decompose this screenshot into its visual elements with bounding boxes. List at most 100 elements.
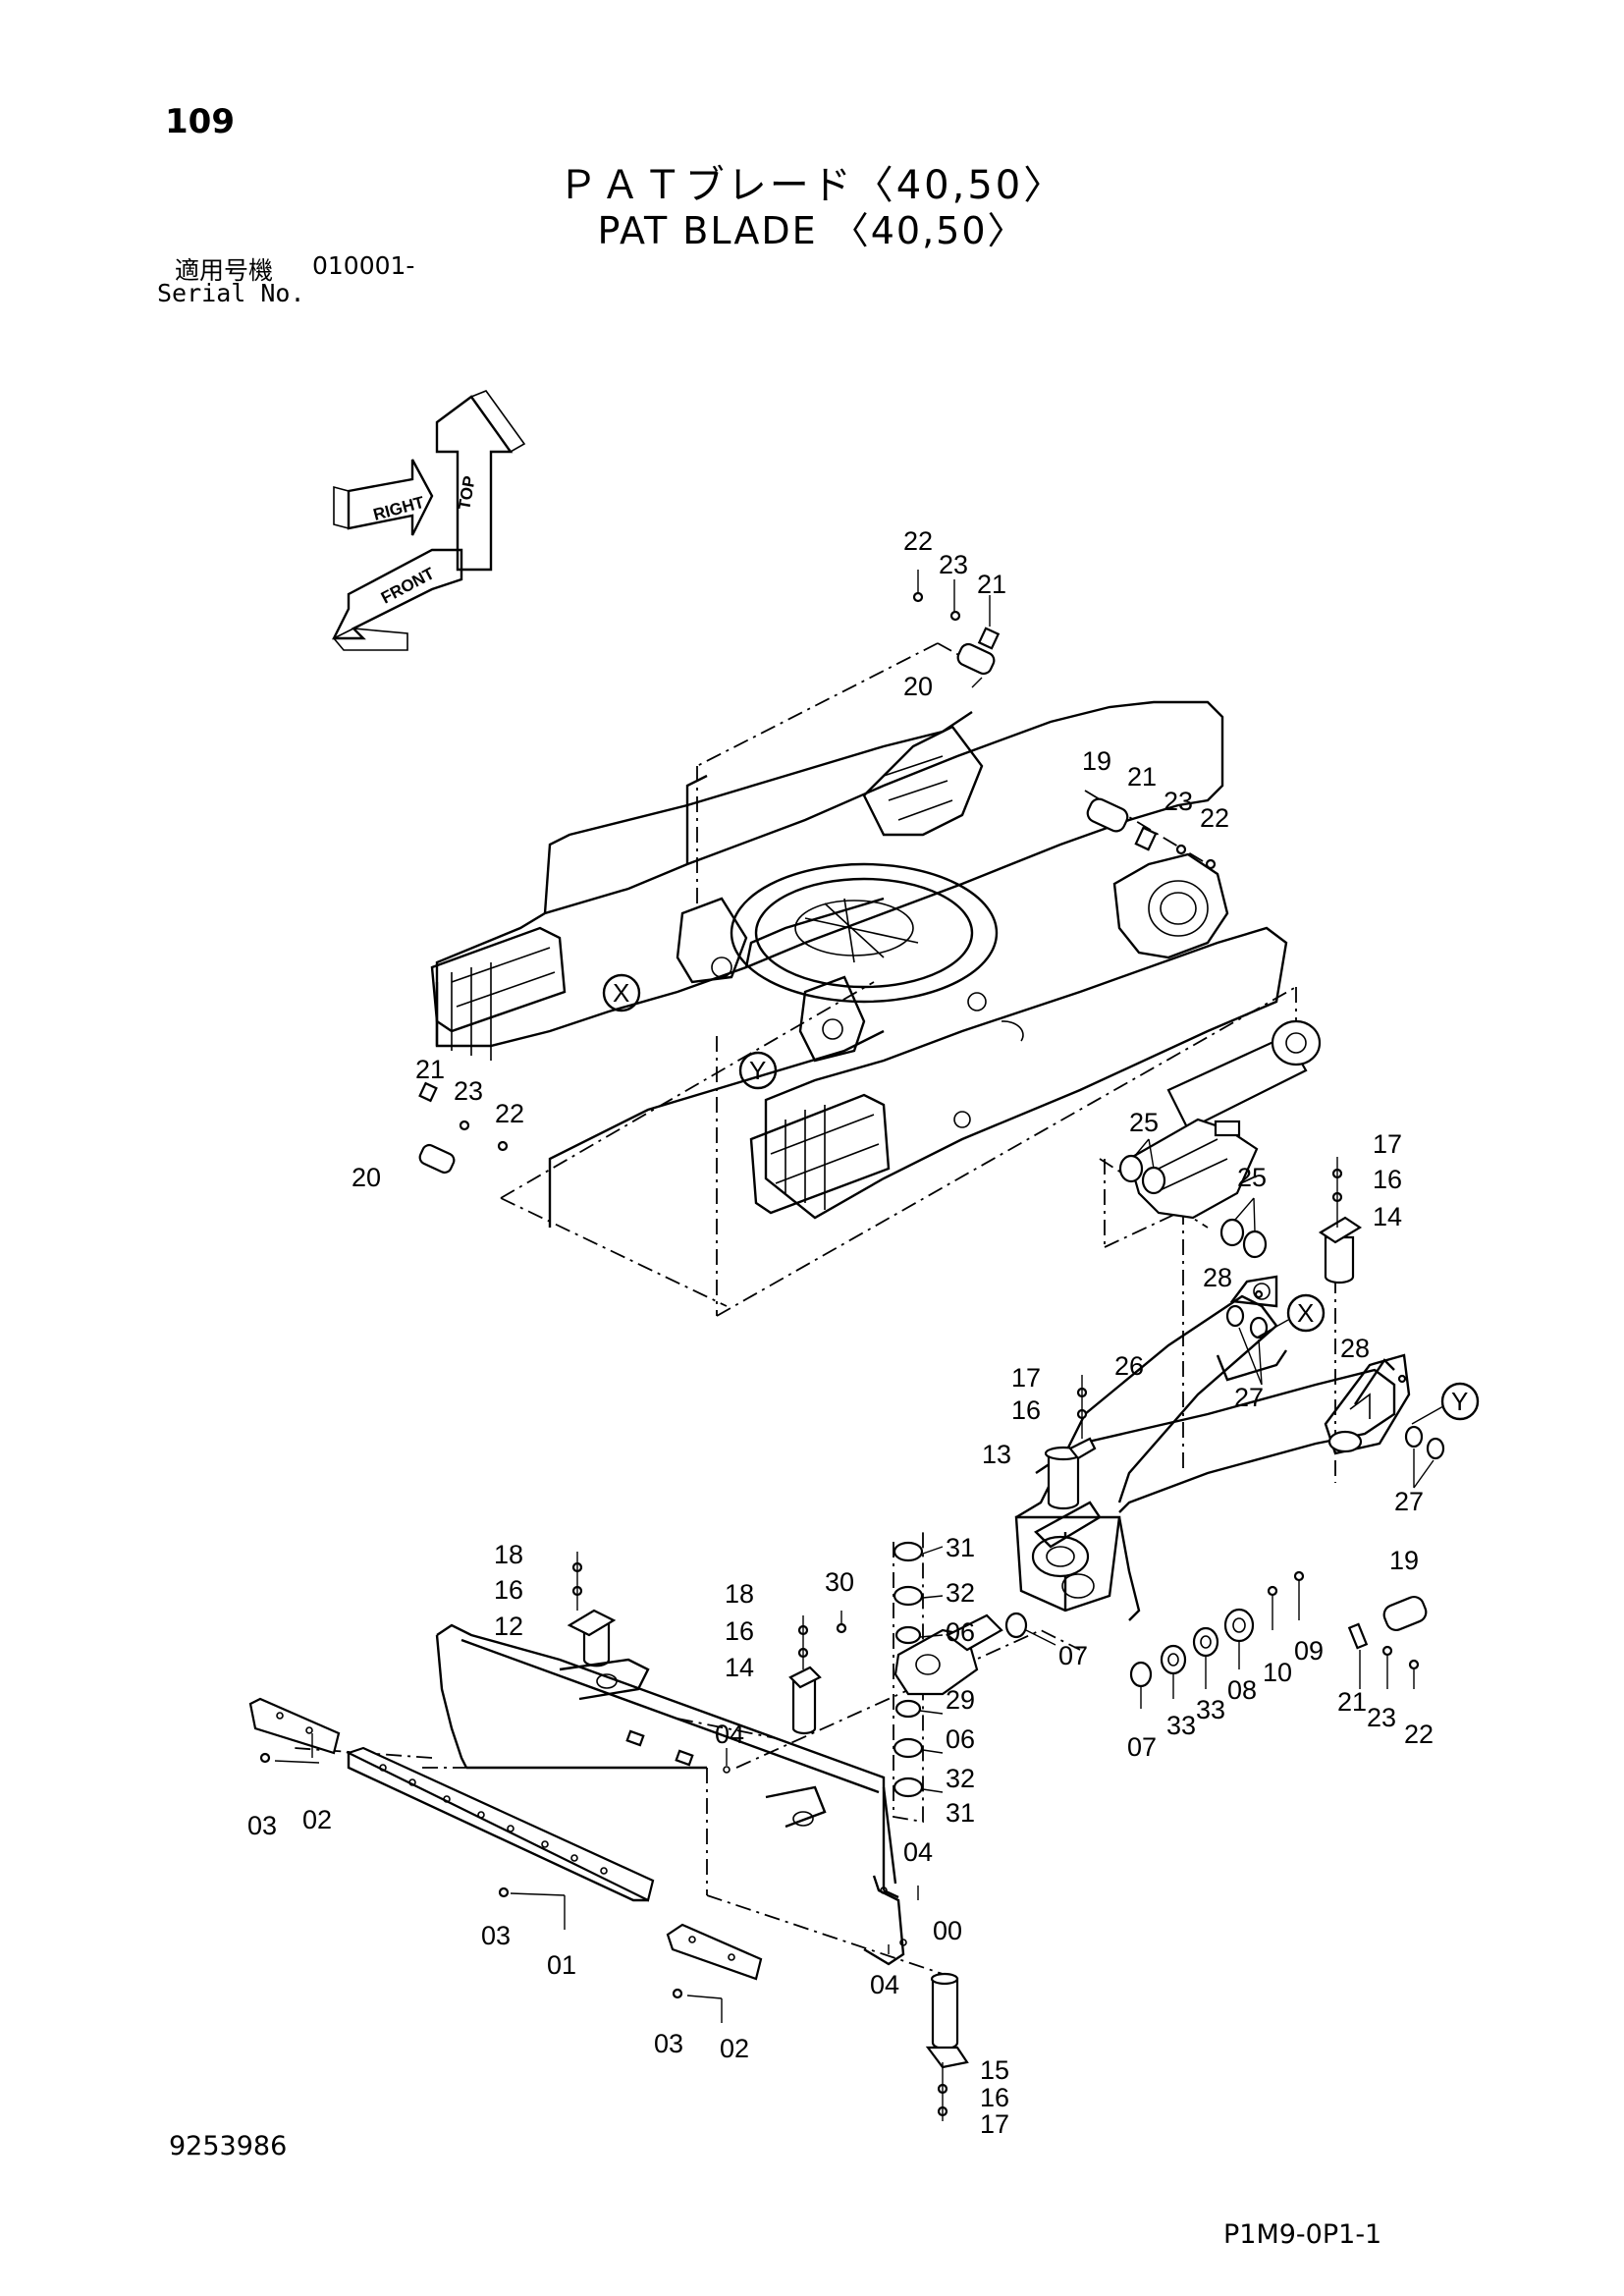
callout-label: 03: [654, 2029, 683, 2058]
serial-label-english: Serial No.: [157, 279, 305, 307]
callout-label: 18: [494, 1540, 523, 1569]
callout-label: 16: [980, 2083, 1009, 2112]
reference-y-right: [1440, 1382, 1480, 1421]
center-pivot-set: [836, 1541, 1003, 1798]
callout-label: 09: [1294, 1636, 1324, 1666]
cylinder-washers-25: [1118, 1138, 1268, 1259]
track-frame: [430, 700, 1288, 1228]
front-arrow: FRONT: [332, 548, 463, 651]
serial-value: 010001-: [312, 251, 415, 280]
blade-pin-set: [567, 1552, 822, 1735]
reference-x-right: [1286, 1293, 1326, 1333]
callout-label: 20: [903, 672, 933, 701]
drawing-number: 9253986: [169, 2131, 288, 2161]
callout-label: 10: [1263, 1658, 1292, 1687]
washer-23-left: [459, 1120, 470, 1131]
callout-label: 22: [1404, 1720, 1434, 1749]
pin-19-right: [1086, 797, 1129, 833]
callout-label: 00: [933, 1916, 962, 1945]
pin-19-lower-set: [1347, 1595, 1428, 1689]
callout-label: 28: [1203, 1263, 1232, 1292]
callout-label: 32: [946, 1764, 975, 1793]
reference-markers: X Y X Y: [602, 973, 1480, 1425]
reference-y-right-label: Y: [1451, 1387, 1468, 1416]
callout-label: 21: [1337, 1687, 1367, 1717]
reference-x-right-label: X: [1297, 1298, 1314, 1328]
washer-23-right: [1175, 844, 1187, 855]
callout-label: 20: [352, 1163, 381, 1192]
pin-13: [1047, 1451, 1080, 1510]
callout-label: 03: [247, 1811, 277, 1840]
callout-label: 16: [1373, 1165, 1402, 1194]
callout-label: 02: [720, 2034, 749, 2063]
callout-label: 07: [1058, 1641, 1088, 1670]
callout-label: 22: [495, 1099, 524, 1128]
page-number: 109: [165, 102, 235, 141]
cylinder-port: [1214, 1120, 1241, 1137]
end-bit-02-left: [248, 1697, 341, 1755]
callout-label: 14: [725, 1653, 754, 1682]
callout-label: 23: [454, 1076, 483, 1106]
callout-label: 04: [903, 1837, 933, 1867]
orientation-right-label: RIGHT: [371, 493, 427, 524]
pin-14-center: [791, 1677, 817, 1735]
callout-label: 18: [725, 1579, 754, 1609]
callout-label: 27: [1234, 1383, 1264, 1412]
callout-label: 25: [1129, 1108, 1159, 1137]
reference-x-left: [602, 973, 641, 1012]
cylinder-tube: [1127, 1118, 1259, 1220]
top-arrow: TOP: [435, 390, 526, 572]
callout-label: 04: [870, 1970, 899, 1999]
orientation-arrows: TOP RIGHT FRONT: [332, 390, 526, 651]
callout-label: 19: [1082, 746, 1111, 776]
callout-label: 23: [1164, 787, 1193, 816]
callout-label: 21: [415, 1055, 445, 1084]
blade-cylinder: [1127, 1019, 1322, 1220]
callout-label: 17: [980, 2109, 1009, 2139]
callout-label: 16: [1011, 1395, 1041, 1425]
callout-label: 31: [946, 1533, 975, 1562]
left-pin-set: [418, 1081, 509, 1175]
callout-label: 08: [1227, 1675, 1257, 1705]
pin-15-set: [925, 1972, 969, 2121]
pin-20-left: [418, 1143, 456, 1175]
callout-label: 07: [1127, 1732, 1157, 1762]
callout-label: 25: [1237, 1163, 1267, 1192]
callout-label: 03: [481, 1921, 511, 1950]
bolt-22-right: [1205, 858, 1217, 870]
callout-label: 29: [946, 1685, 975, 1715]
pin-13-set: [1044, 1375, 1097, 1510]
callout-labels: 22 23 21 20 19 21 23 22 21 23 22 20 25 2…: [247, 526, 1434, 2139]
callout-label: 04: [715, 1720, 744, 1749]
title-english: PAT BLADE 〈40,50〉: [597, 209, 1027, 252]
title-japanese: ＰＡＴブレード〈40,50〉: [558, 163, 1066, 208]
callout-label: 01: [547, 1950, 576, 1980]
pin-14-right: [1324, 1235, 1355, 1285]
right-arrow: RIGHT: [333, 459, 434, 536]
callout-label: 21: [1127, 762, 1157, 792]
callout-label: 06: [946, 1724, 975, 1754]
callout-label: 14: [1373, 1202, 1402, 1231]
reference-y-left-label: Y: [749, 1056, 766, 1085]
collar-21-upper: [977, 627, 1001, 650]
serial-label-japanese: 適用号機: [175, 256, 274, 285]
cylinder-rod-eye: [1271, 1019, 1322, 1066]
callout-label: 06: [946, 1617, 975, 1647]
callout-label: 28: [1340, 1334, 1370, 1363]
callout-label: 13: [982, 1440, 1011, 1469]
page-code: P1M9-0P1-1: [1223, 2219, 1382, 2250]
callout-label: 21: [977, 570, 1006, 599]
callout-label: 17: [1011, 1363, 1041, 1393]
callout-label: 02: [302, 1805, 332, 1834]
cutting-edge-01: [346, 1746, 655, 1902]
callout-label: 33: [1196, 1695, 1225, 1724]
collar-21-right: [1134, 826, 1158, 851]
callout-label: 32: [946, 1578, 975, 1608]
bolt-22-left: [497, 1140, 509, 1152]
callout-label: 22: [903, 526, 933, 556]
callout-label: 33: [1166, 1711, 1196, 1740]
upper-pin-set: [912, 570, 1001, 688]
bolt-22-upper: [912, 591, 924, 603]
callout-label: 23: [1367, 1703, 1396, 1732]
reference-y-left: [738, 1051, 778, 1090]
